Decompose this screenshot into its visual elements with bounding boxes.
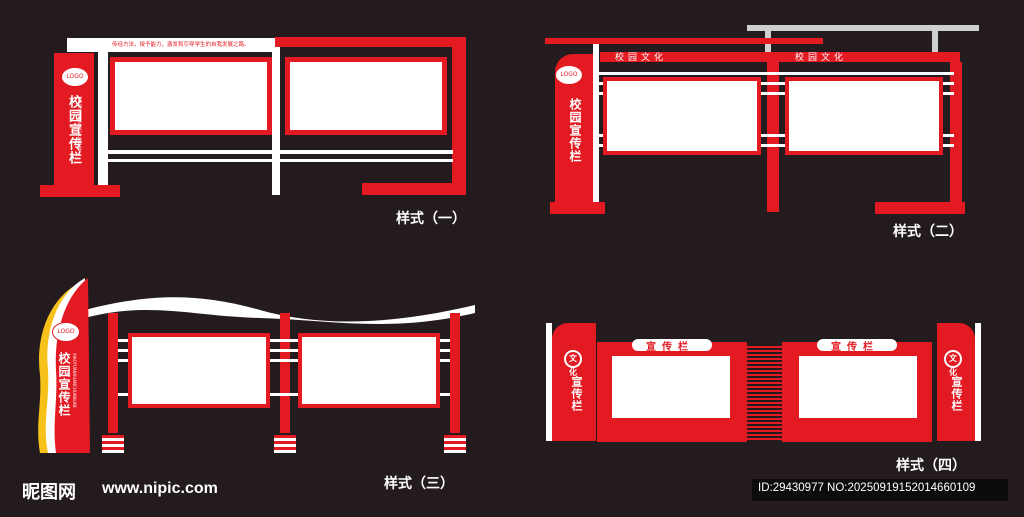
display-panel-right xyxy=(799,356,917,418)
rail-5 xyxy=(599,144,954,147)
banner-left: 校园文化 xyxy=(615,53,668,63)
foot-stripes-2 xyxy=(274,435,296,453)
right-foot xyxy=(362,183,466,195)
left-white-post xyxy=(98,47,108,187)
header-left: 宣传栏 xyxy=(646,342,694,353)
left-totem-base xyxy=(40,185,120,197)
canopy xyxy=(747,25,979,31)
header-right: 宣传栏 xyxy=(831,342,879,353)
display-panel-left xyxy=(128,333,270,408)
logo-badge: LOGO xyxy=(61,67,89,87)
totem-subtitle: XIAOYUANXUANCHUANLAN xyxy=(72,353,77,408)
right-post xyxy=(452,37,466,195)
top-bar xyxy=(67,38,277,52)
totem-title: 校园宣传栏 xyxy=(66,95,81,165)
post-2 xyxy=(280,313,290,433)
caption-style-four: 样式（四） xyxy=(896,458,966,474)
top-beam-2 xyxy=(600,52,960,62)
rail-3 xyxy=(599,92,954,95)
nipic-url: www.nipic.com xyxy=(102,480,218,497)
rail-1 xyxy=(118,339,450,342)
top-bar-right xyxy=(275,37,465,47)
style-four-board: 文化 宣传栏 文化 宣传栏 宣传栏 宣传栏 xyxy=(542,318,987,443)
caption-style-one: 样式（一） xyxy=(396,211,466,227)
image-id: ID:29430977 NO:20250919152014660109 xyxy=(758,482,976,494)
right-post xyxy=(950,62,962,212)
header-left-pill xyxy=(632,339,712,351)
left-white-post xyxy=(593,44,599,212)
rail-2 xyxy=(118,349,450,352)
center-grille xyxy=(747,346,782,441)
top-beam xyxy=(545,38,823,44)
foot-stripes-3 xyxy=(444,435,466,453)
left-flame-totem xyxy=(38,278,90,453)
display-panel-left xyxy=(110,57,272,135)
totem-subtitle: XIAOYUANXUANCHUANLAN xyxy=(77,97,82,152)
display-panel-left xyxy=(603,77,761,155)
post-3 xyxy=(450,313,460,433)
caption-style-two: 样式（二） xyxy=(893,224,963,240)
display-panel-right xyxy=(785,77,943,155)
rail-1 xyxy=(108,150,453,154)
rail-4 xyxy=(118,393,450,396)
rail-3 xyxy=(118,359,450,362)
rail-1 xyxy=(599,72,954,75)
logo-badge: LOGO xyxy=(52,322,80,342)
mid-post xyxy=(272,47,280,195)
right-side-edge xyxy=(975,323,981,441)
rail-2 xyxy=(108,159,453,162)
totem-title: 校园宣传栏 xyxy=(57,352,71,417)
style-two-board: 校园文化 校园文化 LOGO 校园宣传栏 xyxy=(545,22,985,217)
rail-2 xyxy=(599,82,954,85)
style-three-board: LOGO 校园宣传栏 XIAOYUANXUANCHUANLAN xyxy=(30,275,480,455)
right-side-panel xyxy=(937,323,975,441)
header-right-pill xyxy=(817,339,897,351)
left-totem-base xyxy=(550,202,605,214)
wave-top xyxy=(85,297,475,324)
left-side-edge xyxy=(546,323,552,441)
right-culture-badge: 文化 xyxy=(944,350,962,377)
left-side-panel xyxy=(552,323,596,441)
right-side-title: 宣传栏 xyxy=(950,376,963,412)
logo-badge: LOGO xyxy=(555,65,583,85)
left-side-title: 宣传栏 xyxy=(570,376,583,412)
mid-post xyxy=(767,62,779,212)
canopy-post-2 xyxy=(932,31,938,53)
image-id-bar xyxy=(752,479,1008,501)
display-panel-left xyxy=(612,356,730,418)
left-culture-badge: 文化 xyxy=(564,350,582,377)
foot-stripes-1 xyxy=(102,435,124,453)
right-foot xyxy=(875,202,965,214)
banner-right: 校园文化 xyxy=(795,53,848,63)
caption-style-three: 样式（三） xyxy=(384,476,454,492)
banner-text: 传经方法，授予能力，激发和引导学生的自我发展之路。 xyxy=(112,42,250,48)
display-panel-right xyxy=(298,333,440,408)
totem-title: 校园宣传栏 xyxy=(568,98,582,163)
post-1 xyxy=(108,313,118,433)
display-panel-right xyxy=(285,57,447,135)
style-one-board: 传经方法，授予能力，激发和引导学生的自我发展之路。 LOGO 校园宣传栏 XIA… xyxy=(40,35,470,200)
nipic-logo: 昵图网 xyxy=(22,482,76,503)
rail-4 xyxy=(599,134,954,137)
